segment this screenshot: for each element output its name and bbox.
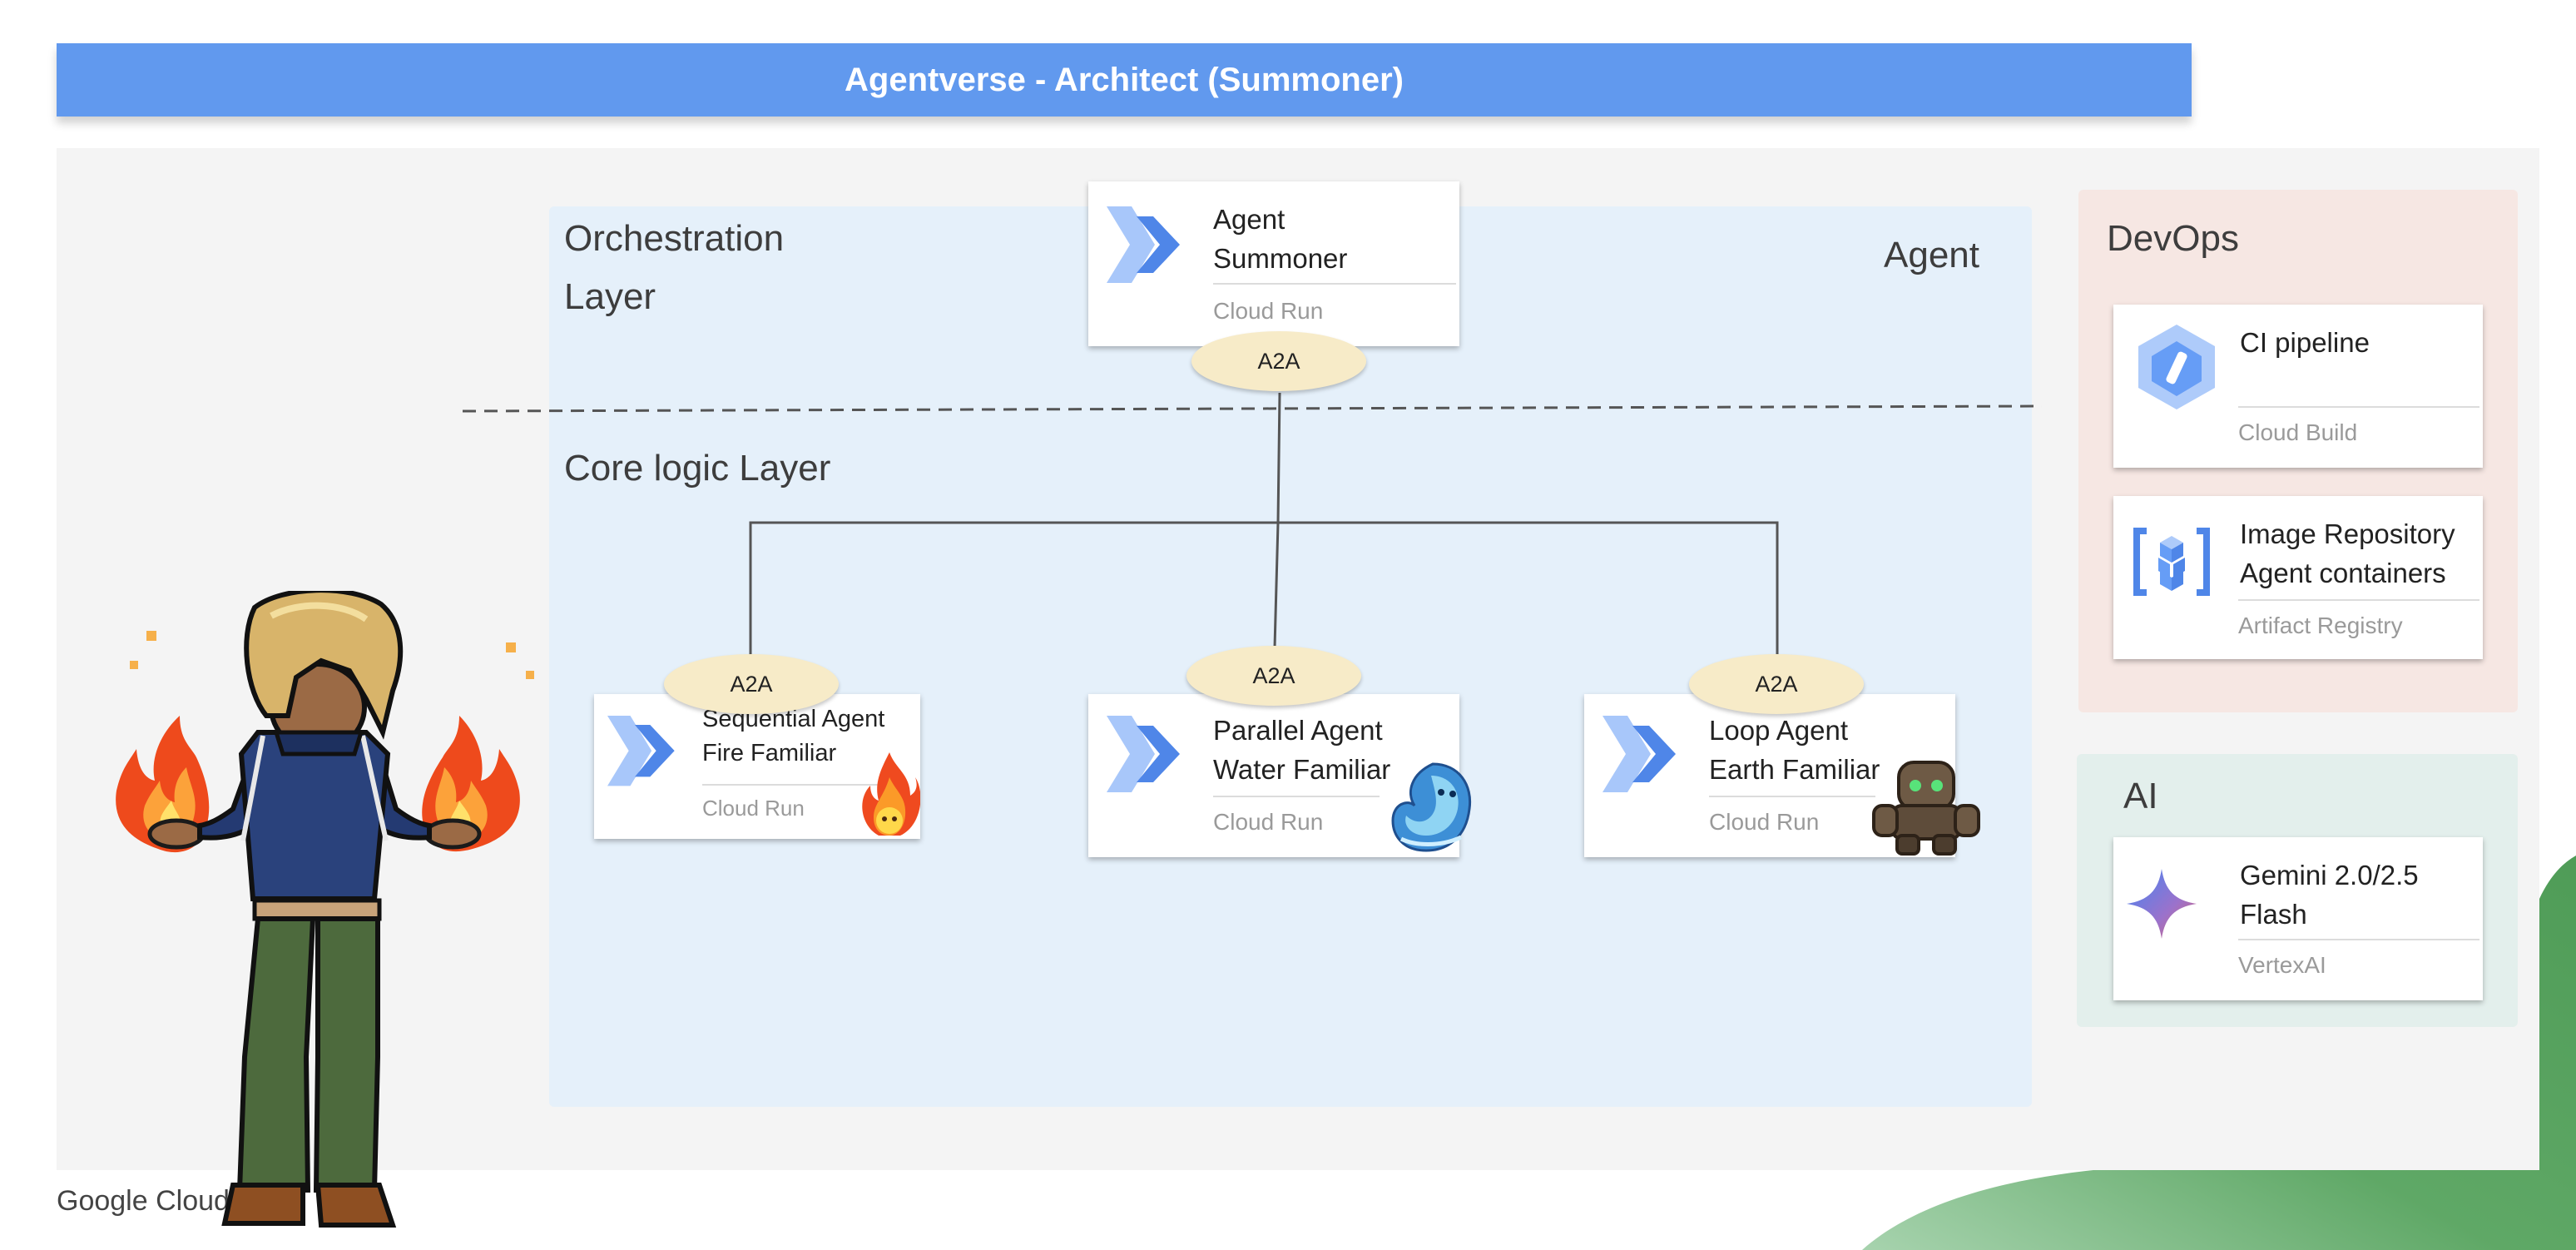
a2a-connector-sequential: A2A bbox=[664, 654, 839, 714]
image-repository-service: Artifact Registry bbox=[2238, 613, 2403, 638]
loop-agent-card[interactable]: Loop Agent Earth Familiar Cloud Run bbox=[1584, 694, 1980, 857]
image-repository-card[interactable]: Image Repository Agent containers Artifa… bbox=[2113, 496, 2483, 659]
cloud-build-icon bbox=[2138, 325, 2215, 409]
a2a-connector-loop: A2A bbox=[1689, 654, 1864, 714]
google-cloud-logo: Google Cloud bbox=[57, 1185, 230, 1217]
summoner-service: Cloud Run bbox=[1213, 298, 1324, 324]
card-divider bbox=[2238, 406, 2479, 408]
gemini-sparkle-icon bbox=[2127, 869, 2197, 939]
summoner-card[interactable]: Agent Summoner Cloud Run bbox=[1088, 181, 1459, 346]
card-divider bbox=[1709, 796, 1875, 797]
gemini-service: VertexAI bbox=[2238, 952, 2326, 978]
a2a-tree-lines bbox=[749, 392, 1779, 657]
earth-familiar-icon bbox=[1872, 761, 1980, 856]
card-divider bbox=[702, 784, 902, 786]
layer-divider-line bbox=[462, 404, 2043, 413]
card-divider bbox=[1213, 796, 1380, 797]
ci-pipeline-service: Cloud Build bbox=[2238, 419, 2358, 445]
artifact-registry-icon bbox=[2133, 528, 2210, 596]
fire-familiar-icon bbox=[862, 752, 920, 836]
parallel-agent-name: Parallel Agent Water Familiar bbox=[1213, 715, 1391, 785]
agent-zone-label: Agent bbox=[1884, 235, 1979, 275]
card-divider bbox=[2238, 939, 2479, 940]
parallel-agent-card[interactable]: Parallel Agent Water Familiar Cloud Run bbox=[1088, 694, 1472, 857]
ci-pipeline-card[interactable]: CI pipeline Cloud Build bbox=[2113, 305, 2483, 468]
page-title: Agentverse - Architect (Summoner) bbox=[57, 43, 2192, 117]
core-logic-layer-label: Core logic Layer bbox=[564, 448, 831, 489]
cloud-run-icon bbox=[607, 716, 675, 786]
loop-agent-name: Loop Agent Earth Familiar bbox=[1709, 715, 1880, 785]
ai-zone-label: AI bbox=[2123, 776, 2158, 816]
card-divider bbox=[1213, 283, 1456, 285]
sequential-agent-service: Cloud Run bbox=[702, 796, 805, 821]
devops-zone-label: DevOps bbox=[2107, 218, 2239, 259]
image-repository-name: Image Repository Agent containers bbox=[2240, 518, 2455, 588]
cloud-run-icon bbox=[1603, 716, 1676, 792]
summoner-character-icon bbox=[116, 591, 534, 1228]
summoner-name: Agent Summoner bbox=[1213, 204, 1348, 274]
gemini-name: Gemini 2.0/2.5 Flash bbox=[2240, 860, 2419, 930]
sequential-agent-card[interactable]: Sequential Agent Fire Familiar Cloud Run bbox=[594, 694, 920, 839]
parallel-agent-service: Cloud Run bbox=[1213, 809, 1324, 835]
cloud-run-icon bbox=[1107, 716, 1180, 792]
gemini-card[interactable]: Gemini 2.0/2.5 Flash VertexAI bbox=[2113, 837, 2483, 1000]
loop-agent-service: Cloud Run bbox=[1709, 809, 1820, 835]
a2a-connector-parallel: A2A bbox=[1186, 646, 1361, 706]
water-familiar-icon bbox=[1391, 762, 1472, 852]
ci-pipeline-name: CI pipeline bbox=[2240, 327, 2370, 358]
card-divider bbox=[2238, 599, 2479, 601]
orchestration-layer-label: Orchestration Layer bbox=[564, 218, 785, 317]
a2a-connector-summoner: A2A bbox=[1191, 331, 1366, 391]
cloud-run-icon bbox=[1107, 206, 1180, 283]
